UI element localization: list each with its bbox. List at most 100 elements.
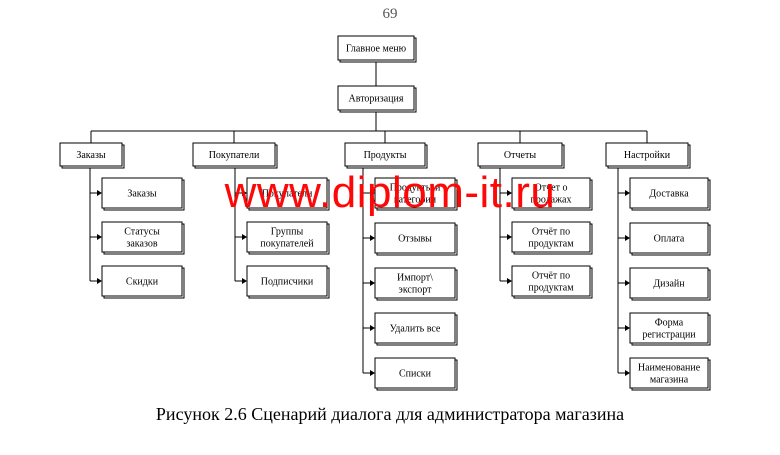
box-label: Оплата bbox=[654, 234, 685, 245]
box-item-2-2: Импорт\экспорт bbox=[374, 267, 458, 301]
child-arrowhead bbox=[242, 278, 247, 284]
child-arrowhead bbox=[625, 370, 630, 376]
box-frame bbox=[511, 177, 591, 209]
child-arrowhead bbox=[507, 278, 512, 284]
box-label: Заказы bbox=[76, 150, 106, 161]
child-arrowhead bbox=[625, 280, 630, 286]
box-item-0-2: Скидки bbox=[101, 265, 185, 299]
figure-caption: Рисунок 2.6 Сценарий диалога для админис… bbox=[155, 404, 625, 424]
child-arrowhead bbox=[370, 370, 375, 376]
child-arrowhead bbox=[242, 234, 247, 240]
box-frame bbox=[629, 312, 709, 344]
child-arrowhead bbox=[242, 190, 247, 196]
child-arrowhead bbox=[370, 235, 375, 241]
box-frame bbox=[101, 177, 183, 209]
box-frame bbox=[374, 312, 456, 344]
box-frame bbox=[246, 221, 328, 253]
box-item-4-0: Доставка bbox=[629, 177, 711, 211]
box-frame bbox=[246, 177, 328, 209]
box-label: Удалить все bbox=[390, 324, 441, 335]
box-category-3: Отчеты bbox=[477, 142, 565, 169]
box-item-2-4: Списки bbox=[374, 357, 458, 391]
box-label: Отзывы bbox=[398, 234, 432, 245]
child-arrowhead bbox=[97, 190, 102, 196]
box-frame bbox=[511, 221, 591, 253]
box-authorization: Авторизация bbox=[337, 85, 417, 113]
child-arrowhead bbox=[97, 278, 102, 284]
box-label: Импорт\экспорт bbox=[397, 273, 433, 296]
box-label: Настройки bbox=[624, 150, 671, 161]
child-arrowhead bbox=[507, 234, 512, 240]
box-frame bbox=[629, 357, 709, 389]
box-item-2-1: Отзывы bbox=[374, 222, 458, 256]
box-label: Отчеты bbox=[504, 150, 536, 161]
box-frame bbox=[337, 35, 415, 61]
child-arrowhead bbox=[370, 280, 375, 286]
box-frame bbox=[477, 142, 563, 167]
box-frame bbox=[374, 357, 456, 389]
box-label: Заказы bbox=[127, 189, 157, 200]
box-label: Доставка bbox=[649, 189, 689, 200]
box-label: Списки bbox=[399, 369, 432, 380]
box-frame bbox=[344, 142, 426, 167]
box-label: Авторизация bbox=[349, 94, 404, 105]
box-category-1: Покупатели bbox=[192, 142, 278, 169]
box-frame bbox=[629, 177, 709, 209]
box-frame bbox=[59, 142, 123, 167]
box-frame bbox=[511, 265, 591, 297]
box-category-0: Заказы bbox=[59, 142, 125, 169]
box-label: Подписчики bbox=[261, 277, 314, 288]
box-frame bbox=[605, 142, 689, 167]
box-item-0-0: Заказы bbox=[101, 177, 185, 211]
box-label: Покупатели bbox=[262, 189, 313, 200]
box-item-1-2: Подписчики bbox=[246, 265, 330, 299]
child-arrowhead bbox=[625, 235, 630, 241]
box-main-menu: Главное меню bbox=[337, 35, 417, 63]
box-frame bbox=[374, 267, 456, 299]
child-arrowhead bbox=[370, 325, 375, 331]
box-label: Продукты bbox=[364, 150, 407, 161]
box-category-2: Продукты bbox=[344, 142, 428, 169]
box-frame bbox=[101, 265, 183, 297]
child-arrowhead bbox=[625, 325, 630, 331]
box-label: Дизайн bbox=[653, 279, 685, 290]
box-frame bbox=[192, 142, 276, 167]
child-arrowhead bbox=[97, 234, 102, 240]
box-frame bbox=[246, 265, 328, 297]
box-item-1-0: Покупатели bbox=[246, 177, 330, 211]
box-frame bbox=[337, 85, 415, 111]
box-category-4: Настройки bbox=[605, 142, 691, 169]
child-arrowhead bbox=[370, 190, 375, 196]
box-label: Покупатели bbox=[209, 150, 260, 161]
box-label: Скидки bbox=[126, 277, 159, 288]
box-frame bbox=[374, 222, 456, 254]
child-arrowhead bbox=[625, 190, 630, 196]
box-label: Главное меню bbox=[346, 44, 407, 55]
diagram-boxes: Главное менюАвторизацияЗаказыЗаказыСтату… bbox=[59, 35, 711, 391]
box-item-2-3: Удалить все bbox=[374, 312, 458, 346]
child-arrowhead bbox=[507, 190, 512, 196]
box-frame bbox=[629, 267, 709, 299]
connector-lines bbox=[89, 60, 648, 376]
box-frame bbox=[101, 221, 183, 253]
box-frame bbox=[629, 222, 709, 254]
box-frame bbox=[374, 177, 456, 209]
watermark: www.diplom-it.ru bbox=[224, 168, 556, 217]
